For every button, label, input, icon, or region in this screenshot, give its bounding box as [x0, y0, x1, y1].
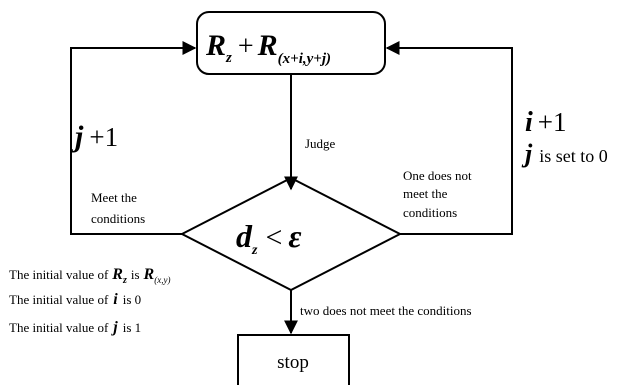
stop-box: [237, 334, 350, 385]
down-label: two does not meet the conditions: [300, 303, 472, 318]
judge-label: Judge: [305, 136, 336, 151]
stop-label: stop: [277, 352, 309, 373]
process-expression: Rz+R(x+i,y+j): [205, 29, 331, 67]
decision-expression: dz<ε: [236, 218, 302, 258]
left-loop-expression: j+1: [71, 120, 118, 153]
right-loop-expression-1: i+1: [525, 107, 567, 138]
left-loop-arrow: [70, 41, 197, 235]
right-loop-arrow: [385, 41, 513, 235]
